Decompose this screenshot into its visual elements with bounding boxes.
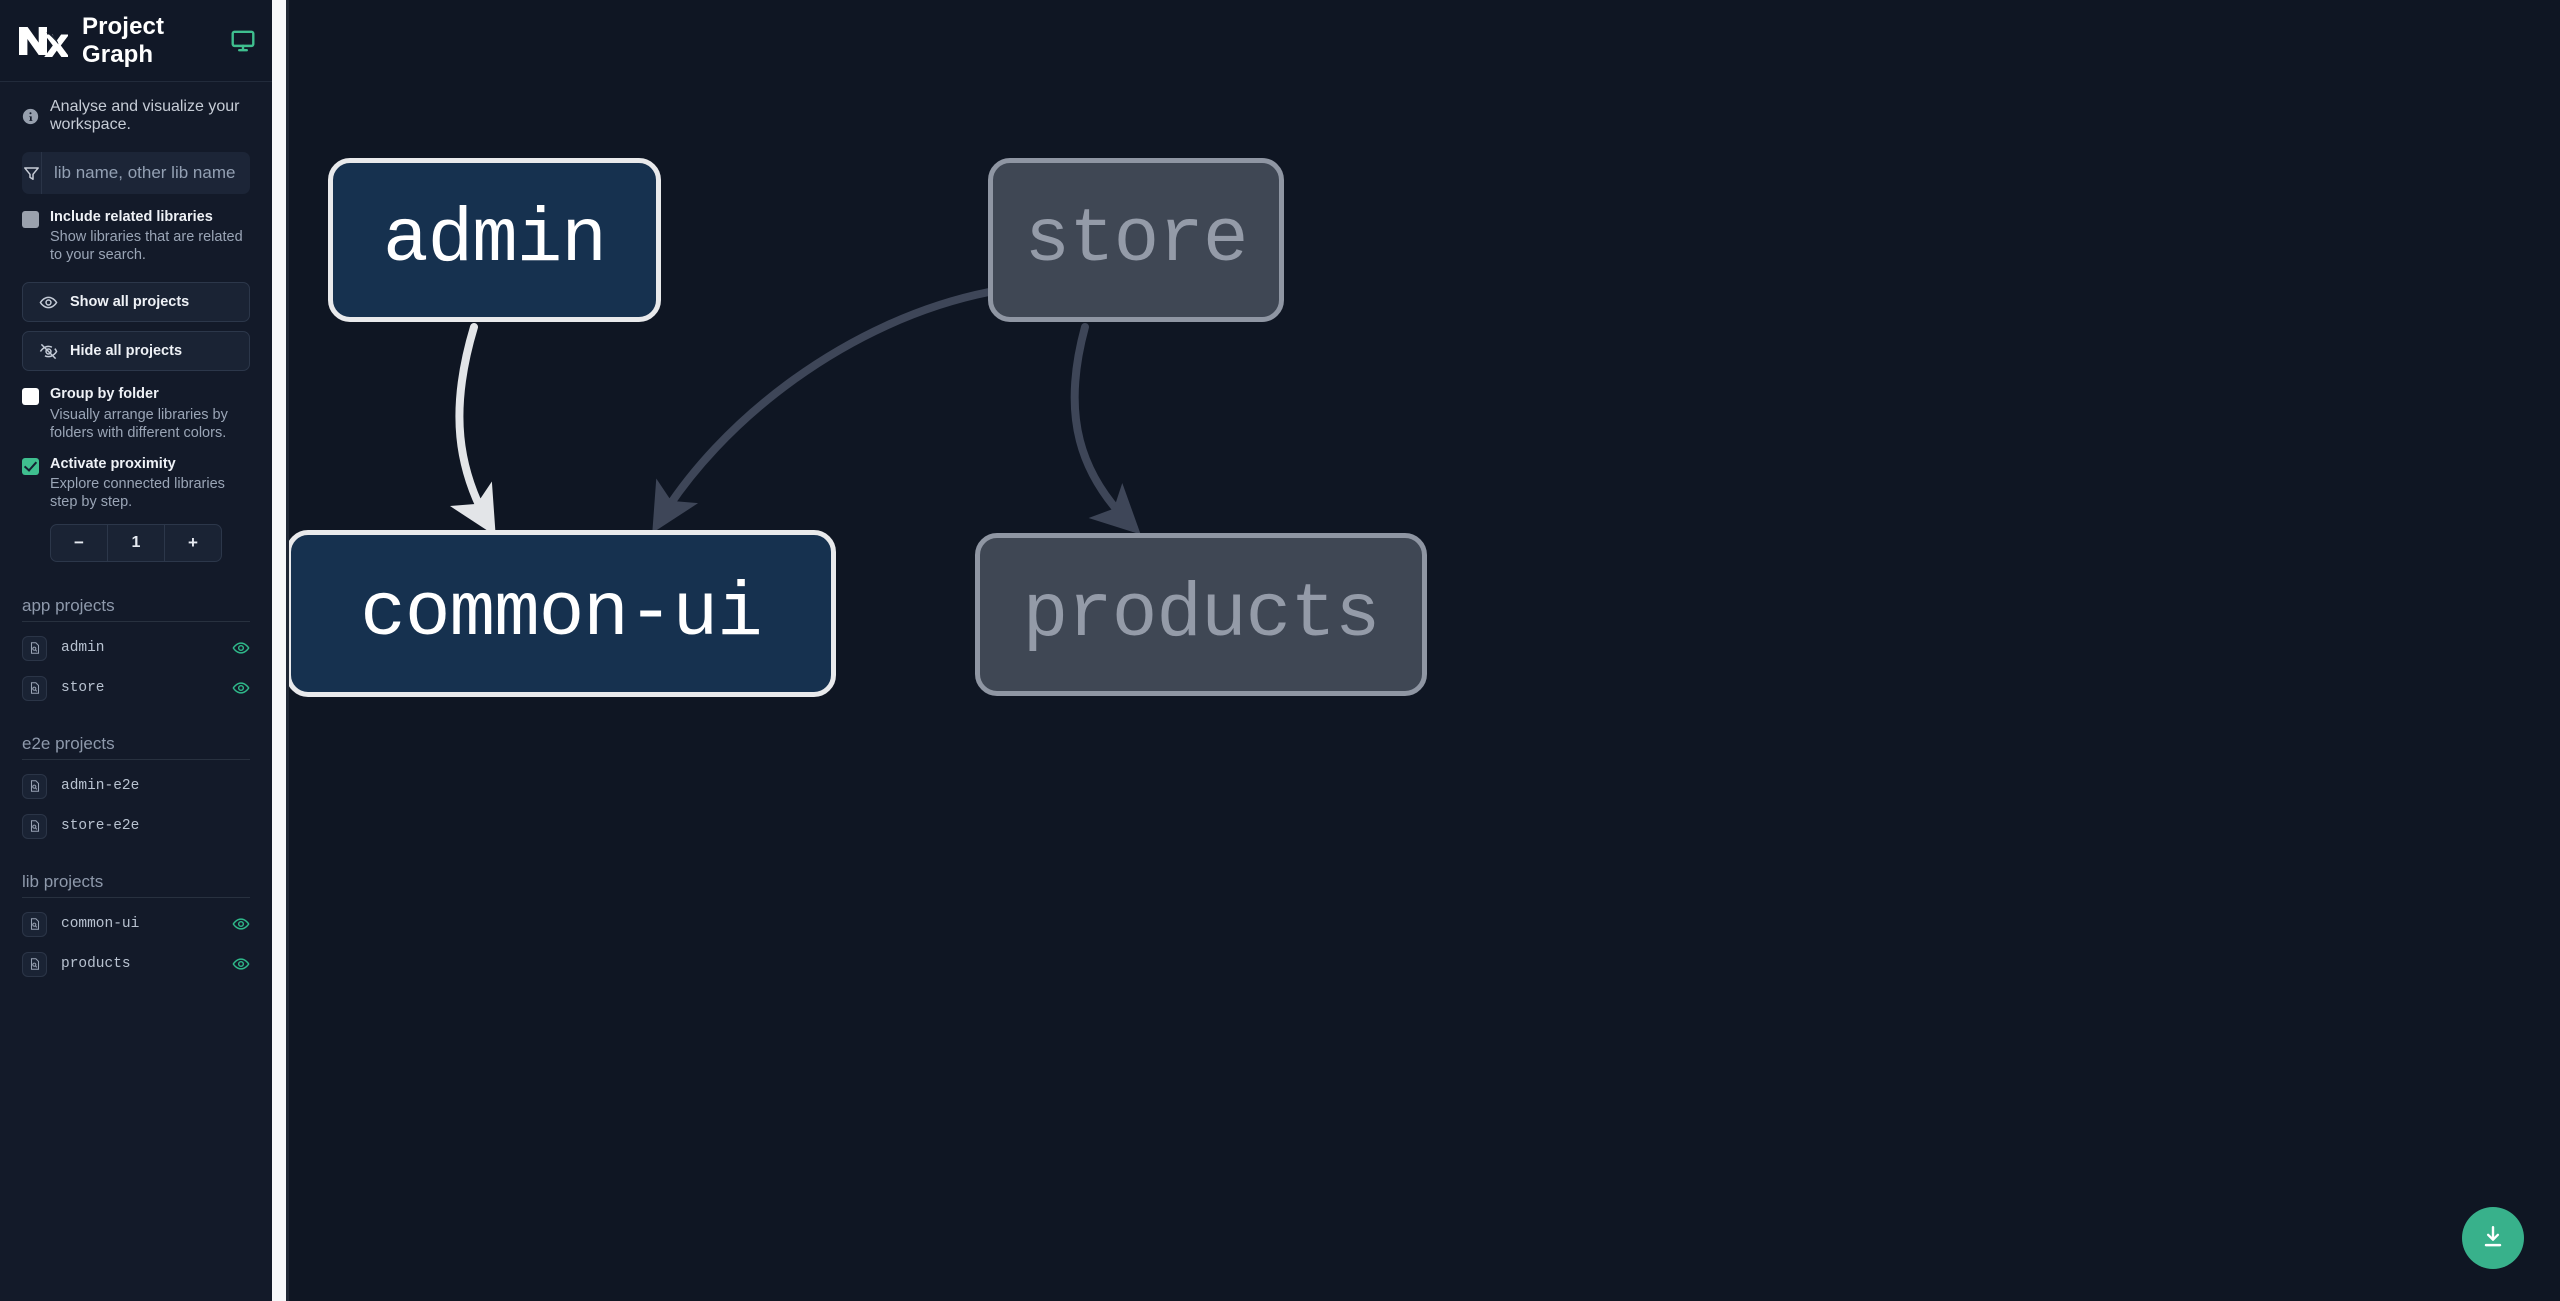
- stepper-divider: [107, 525, 108, 562]
- project-groups: app projects admin: [0, 562, 272, 1010]
- project-file-icon: [22, 773, 47, 799]
- monitor-icon[interactable]: [230, 28, 256, 54]
- project-name: products: [61, 956, 131, 973]
- project-row-common-ui[interactable]: common-ui: [22, 904, 250, 944]
- graph-node-label: admin: [382, 197, 607, 283]
- visibility-buttons: Show all projects Hide all projects: [0, 264, 272, 372]
- project-group-e2e: e2e projects admin-e2e: [22, 734, 250, 846]
- option-activate-proximity[interactable]: Activate proximity Explore connected lib…: [0, 442, 272, 511]
- show-all-projects-label: Show all projects: [70, 294, 190, 311]
- graph-canvas[interactable]: admin store common-ui products: [289, 0, 2560, 1301]
- download-graph-button[interactable]: [2462, 1207, 2524, 1269]
- graph-edges: [450, 288, 1141, 537]
- eye-icon[interactable]: [232, 679, 250, 697]
- graph-node-admin[interactable]: admin: [328, 158, 661, 322]
- proximity-increment-button[interactable]: +: [165, 525, 221, 561]
- hide-all-projects-button[interactable]: Hide all projects: [22, 331, 250, 372]
- project-name: store: [61, 680, 105, 697]
- graph-node-store[interactable]: store: [988, 158, 1284, 322]
- sidebar: Project Graph Analyse and visualize your…: [0, 0, 272, 1301]
- option-description: Show libraries that are related to your …: [50, 229, 243, 264]
- search-section: [0, 146, 272, 194]
- sidebar-header: Project Graph: [0, 0, 272, 82]
- graph-node-label: common-ui: [360, 570, 762, 657]
- nx-logo: [16, 20, 70, 62]
- project-row-store[interactable]: store: [22, 668, 250, 708]
- filter-icon: [22, 152, 42, 194]
- project-name: admin-e2e: [61, 778, 140, 795]
- eye-icon: [39, 293, 58, 312]
- eye-icon[interactable]: [232, 639, 250, 657]
- include-related-libraries-checkbox[interactable]: [22, 211, 39, 228]
- graph-node-products[interactable]: products: [975, 533, 1427, 696]
- activate-proximity-checkbox[interactable]: [22, 457, 39, 475]
- project-row-products[interactable]: products: [22, 944, 250, 984]
- eye-off-icon: [39, 342, 58, 361]
- project-file-icon: [22, 911, 47, 937]
- sidebar-divider: [272, 0, 289, 1301]
- project-file-icon: [22, 675, 47, 701]
- project-row-store-e2e[interactable]: store-e2e: [22, 806, 250, 846]
- option-label: Include related libraries: [50, 209, 213, 225]
- option-label: Group by folder: [50, 386, 159, 403]
- proximity-decrement-button[interactable]: −: [51, 525, 107, 561]
- project-file-icon: [22, 635, 47, 661]
- stepper-divider: [164, 525, 165, 562]
- group-title: e2e projects: [22, 734, 250, 761]
- eye-icon[interactable]: [232, 955, 250, 973]
- download-icon: [2480, 1224, 2506, 1253]
- option-description: Visually arrange libraries by folders wi…: [50, 406, 228, 441]
- group-title: lib projects: [22, 872, 250, 899]
- tagline-text: Analyse and visualize your workspace.: [50, 98, 240, 133]
- project-file-icon: [22, 951, 47, 977]
- option-group-by-folder[interactable]: Group by folder Visually arrange librari…: [0, 371, 272, 441]
- option-label: Activate proximity: [50, 455, 176, 472]
- group-title: app projects: [22, 596, 250, 623]
- group-by-folder-checkbox[interactable]: [22, 388, 39, 406]
- search-input[interactable]: [42, 152, 250, 194]
- show-all-projects-button[interactable]: Show all projects: [22, 282, 250, 323]
- eye-icon[interactable]: [232, 915, 250, 933]
- search-box[interactable]: [22, 152, 250, 194]
- edge-store-to-common-ui: [652, 288, 993, 534]
- project-group-app: app projects admin: [22, 596, 250, 708]
- project-row-admin-e2e[interactable]: admin-e2e: [22, 766, 250, 806]
- option-description: Explore connected libraries step by step…: [50, 475, 225, 510]
- project-name: common-ui: [61, 916, 140, 933]
- tagline: Analyse and visualize your workspace.: [0, 82, 272, 146]
- graph-node-label: products: [1022, 571, 1381, 658]
- project-row-admin[interactable]: admin: [22, 628, 250, 668]
- hide-all-projects-label: Hide all projects: [70, 343, 183, 360]
- proximity-value: 1: [131, 534, 141, 552]
- option-include-related-libraries[interactable]: Include related libraries Show libraries…: [0, 194, 272, 264]
- proximity-stepper: − 1 +: [50, 524, 222, 563]
- project-group-lib: lib projects common-ui: [22, 872, 250, 984]
- graph-node-label: store: [1024, 197, 1248, 283]
- edge-admin-to-common-ui: [450, 323, 496, 537]
- project-name: store-e2e: [61, 818, 140, 835]
- page-title: Project Graph: [82, 12, 165, 68]
- graph-node-common-ui[interactable]: common-ui: [289, 530, 836, 697]
- project-name: admin: [61, 640, 105, 657]
- edge-store-to-products: [1070, 323, 1141, 535]
- info-icon: [22, 108, 39, 125]
- project-file-icon: [22, 813, 47, 839]
- proximity-stepper-wrap: − 1 +: [0, 511, 272, 563]
